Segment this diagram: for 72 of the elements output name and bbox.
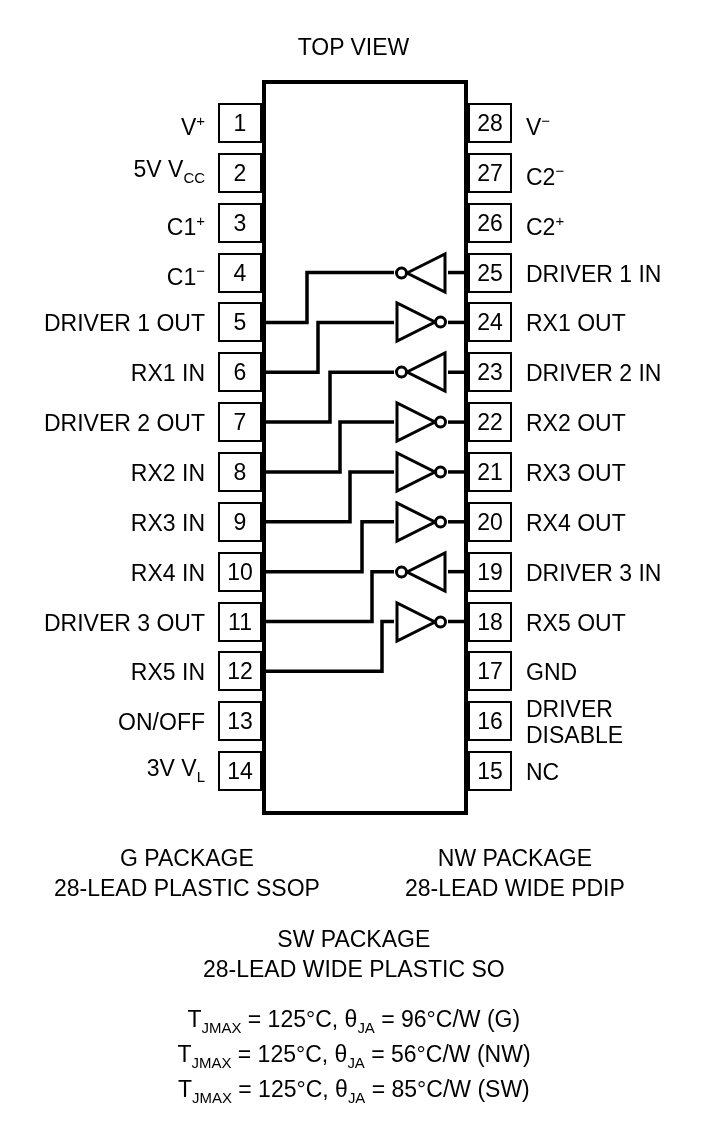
pin-label: DRIVER 1 OUT bbox=[43, 310, 205, 337]
receiver-symbol bbox=[394, 499, 448, 544]
pin-box: 25 bbox=[468, 252, 512, 293]
pin-label: 5V V$_{CC}$ bbox=[133, 156, 205, 188]
pin-label: RX5 OUT bbox=[526, 609, 627, 636]
chip-body bbox=[262, 80, 468, 815]
pin-box: 24 bbox=[468, 302, 512, 343]
pin-box: 13 bbox=[218, 701, 262, 742]
pin-label: RX3 OUT bbox=[526, 459, 627, 486]
receiver-symbol bbox=[394, 449, 448, 494]
pin-label: DRIVER 3 IN bbox=[526, 559, 663, 586]
pin-box: 6 bbox=[218, 352, 262, 393]
pin-label: DRIVER 3 OUT bbox=[43, 609, 205, 636]
pin-label: DRIVER 1 IN bbox=[526, 260, 663, 287]
pin-box: 16 bbox=[468, 701, 512, 742]
pin-box: 28 bbox=[468, 103, 512, 143]
pin-label: C2$^{−}$ bbox=[526, 160, 566, 190]
receiver-symbol bbox=[394, 300, 448, 345]
pin-box: 22 bbox=[468, 402, 512, 443]
pin-label: ON/OFF bbox=[118, 709, 205, 736]
pin-label: C1$^{+}$ bbox=[166, 210, 205, 240]
pin-label: RX3 IN bbox=[130, 509, 205, 536]
pin-box: 21 bbox=[468, 451, 512, 492]
thermal-note: T$_{JMAX}$ = 125°C, θ$_{JA}$ = 85°C/W (SW) bbox=[178, 1075, 530, 1108]
pin-label: DRIVER DISABLE bbox=[526, 696, 625, 749]
pin-label: RX2 OUT bbox=[526, 410, 627, 437]
pin-label: RX1 IN bbox=[130, 360, 205, 387]
pin-label: 3V V$_{L}$ bbox=[146, 754, 205, 787]
pin-box: 10 bbox=[218, 551, 262, 592]
pin-box: 8 bbox=[218, 451, 262, 492]
thermal-note: T$_{JMAX}$ = 125°C, θ$_{JA}$ = 56°C/W (NW) bbox=[177, 1040, 531, 1073]
pin-box: 23 bbox=[468, 352, 512, 393]
pin-label: RX5 IN bbox=[130, 659, 205, 686]
view-title: TOP VIEW bbox=[296, 33, 411, 62]
pin-box: 18 bbox=[468, 601, 512, 642]
pin-label: DRIVER 2 IN bbox=[526, 360, 663, 387]
pin-box: 17 bbox=[468, 651, 512, 692]
pin-box: 11 bbox=[218, 601, 262, 642]
driver-symbol bbox=[394, 250, 448, 295]
pin-box: 7 bbox=[218, 402, 262, 443]
pin-box: 1 bbox=[218, 103, 262, 143]
pin-box: 27 bbox=[468, 152, 512, 193]
pin-box: 15 bbox=[468, 751, 512, 792]
pin-label: C2$^{+}$ bbox=[526, 210, 566, 240]
pin-label: V$^{+}$ bbox=[180, 111, 205, 140]
driver-symbol bbox=[394, 549, 448, 594]
pin-box: 4 bbox=[218, 252, 262, 293]
pin-label: V$^{−}$ bbox=[526, 111, 552, 140]
pin-label: C1$^{−}$ bbox=[166, 260, 205, 290]
pin-label: RX4 OUT bbox=[526, 509, 627, 536]
pin-box: 5 bbox=[218, 302, 262, 343]
receiver-symbol bbox=[394, 599, 448, 644]
package-label: SW PACKAGE 28-LEAD WIDE PLASTIC SO bbox=[203, 925, 505, 984]
pin-label: RX1 OUT bbox=[526, 310, 627, 337]
pin-label: RX4 IN bbox=[130, 559, 205, 586]
receiver-symbol bbox=[394, 400, 448, 445]
pin-box: 2 bbox=[218, 152, 262, 193]
pin-box: 3 bbox=[218, 202, 262, 243]
pin-box: 20 bbox=[468, 501, 512, 542]
pin-label: DRIVER 2 OUT bbox=[43, 410, 205, 437]
pin-box: 12 bbox=[218, 651, 262, 692]
pin-box: 19 bbox=[468, 551, 512, 592]
pin-label: RX2 IN bbox=[130, 459, 205, 486]
pin-box: 9 bbox=[218, 501, 262, 542]
pin-box: 26 bbox=[468, 202, 512, 243]
pin-label: NC bbox=[526, 759, 561, 786]
thermal-note: T$_{JMAX}$ = 125°C, θ$_{JA}$ = 96°C/W (G) bbox=[187, 1005, 521, 1038]
pin-box: 14 bbox=[218, 751, 262, 792]
pin-label: GND bbox=[526, 659, 579, 686]
driver-symbol bbox=[394, 350, 448, 395]
package-label: NW PACKAGE 28-LEAD WIDE PDIP bbox=[405, 844, 625, 903]
package-label: G PACKAGE 28-LEAD PLASTIC SSOP bbox=[54, 844, 320, 903]
